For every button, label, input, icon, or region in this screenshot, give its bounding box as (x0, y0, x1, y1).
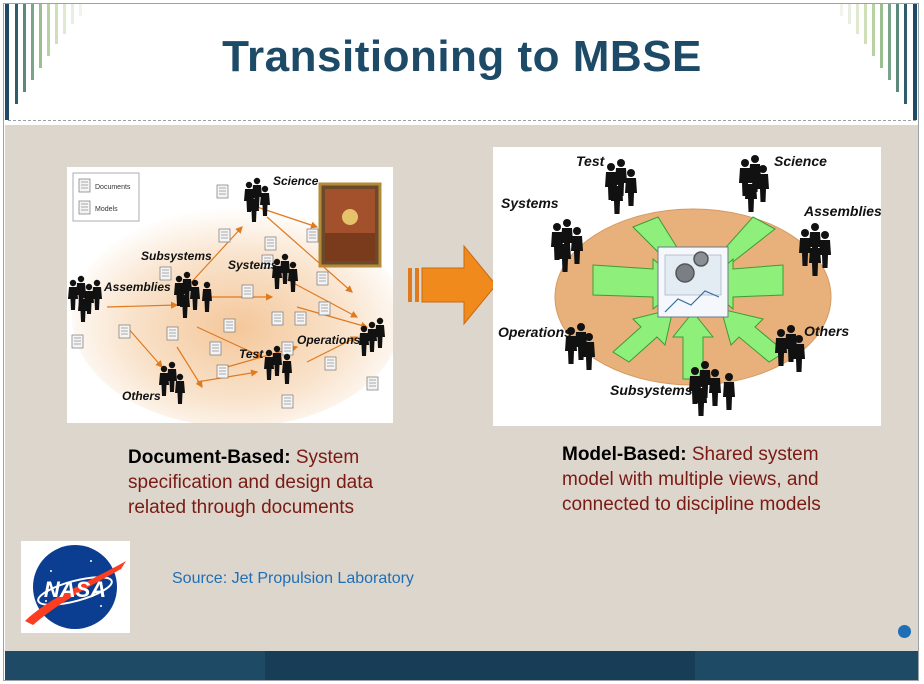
header-stripes-left (5, 4, 82, 120)
node-label-science: Science (273, 174, 319, 188)
model-based-diagram: Test Science Systems Assemblies Operatio… (493, 147, 882, 426)
document-based-caption: Document-Based: System specification and… (128, 445, 428, 520)
source-credit: Source: Jet Propulsion Laboratory (172, 570, 414, 587)
header-stripes-right (840, 4, 917, 120)
node-label-test: Test (239, 347, 264, 361)
slide-border (3, 3, 919, 681)
caption-right-line3: connected to discipline models (562, 494, 821, 515)
caption-left-heading: Document-Based: (128, 447, 291, 468)
node-label-operations: Operations (498, 324, 572, 340)
slide-header (4, 4, 920, 122)
node-label-test: Test (576, 153, 606, 169)
legend-documents: Documents (95, 184, 131, 191)
nasa-logo: NASA (21, 541, 130, 633)
caption-left-line2: specification and design data (128, 472, 374, 493)
caption-left-line3: related through documents (128, 497, 355, 518)
slide-indicator-dot (898, 625, 911, 638)
slide-title: Transitioning to MBSE (222, 32, 702, 81)
node-label-assemblies: Assemblies (103, 280, 171, 294)
node-label-systems: Systems (501, 195, 559, 211)
node-label-subsystems: Subsystems (141, 249, 212, 263)
node-label-subsystems: Subsystems (610, 382, 693, 398)
legend-models: Models (95, 206, 118, 213)
slide-footer-center (265, 651, 695, 681)
document-based-diagram: Documents Models (67, 167, 402, 427)
node-label-others: Others (122, 389, 161, 403)
caption-right-heading: Model-Based: (562, 444, 687, 465)
gear-icon-small (693, 251, 709, 267)
nasa-logo-text: NASA (44, 577, 106, 602)
header-divider (8, 120, 916, 121)
node-label-operations: Operations (297, 333, 361, 347)
caption-left-line1: System (290, 447, 360, 468)
caption-right-line2: model with multiple views, and (562, 469, 819, 490)
transition-arrow (408, 244, 497, 326)
node-label-systems: Systems (228, 258, 278, 272)
node-label-science: Science (774, 153, 827, 169)
node-label-assemblies: Assemblies (803, 203, 881, 219)
node-label-others: Others (804, 323, 849, 339)
gear-icon (675, 263, 695, 283)
model-based-caption: Model-Based: Shared system model with mu… (562, 442, 882, 517)
caption-right-line1: Shared system (686, 444, 819, 465)
